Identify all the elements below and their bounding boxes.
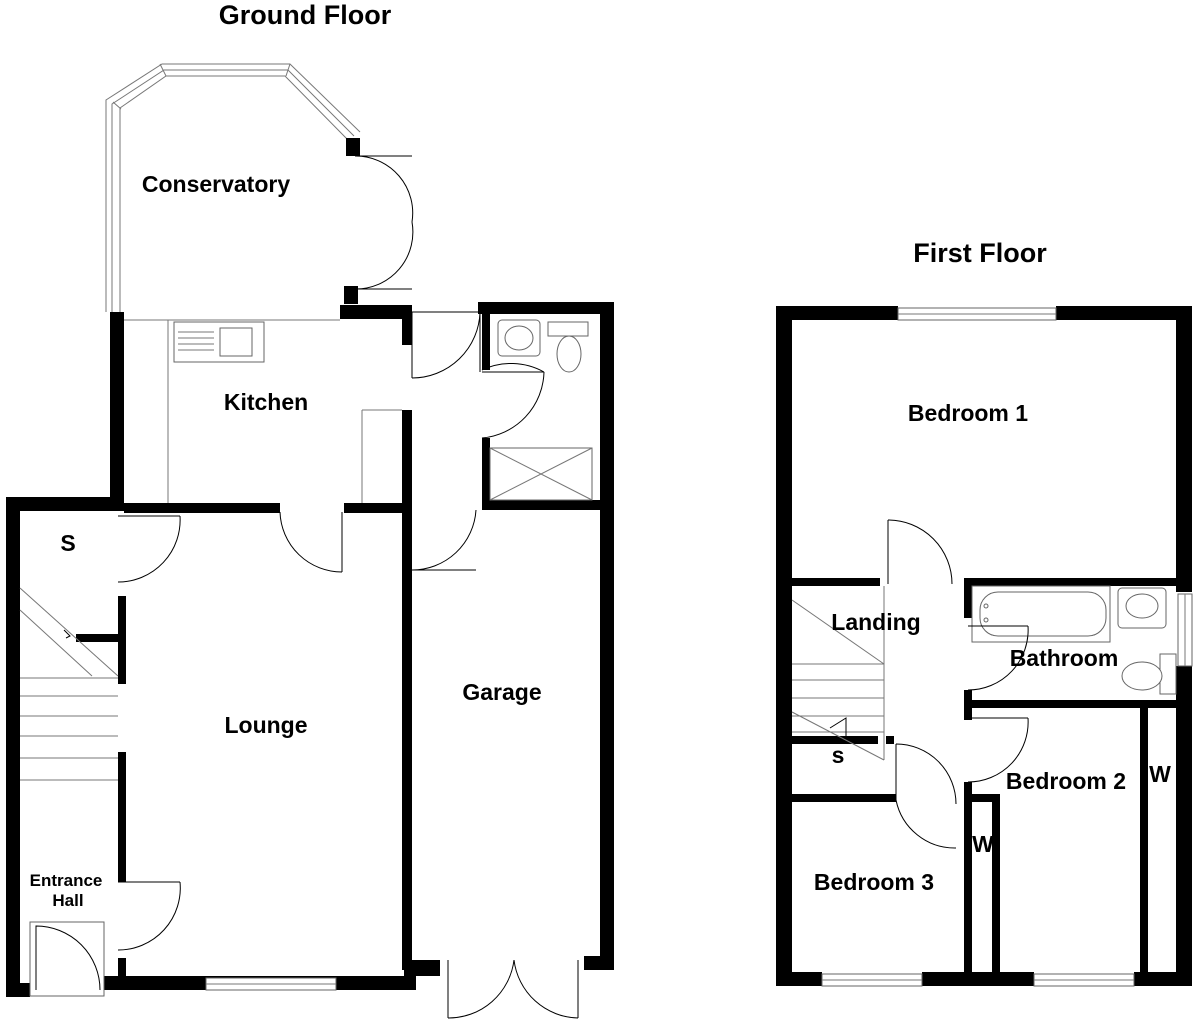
room-label-conservatory: Conservatory bbox=[142, 171, 290, 197]
garage-doors bbox=[447, 959, 579, 1019]
room-label-storage-upstairs: s bbox=[832, 742, 845, 768]
room-label-storage: S bbox=[60, 530, 75, 556]
ground-floor-title: Ground Floor bbox=[219, 0, 392, 30]
hall-doors bbox=[29, 515, 181, 997]
kitchen-units bbox=[124, 319, 402, 503]
room-label-entrance-hall: Entrance bbox=[30, 871, 103, 890]
first-walls bbox=[776, 306, 1192, 986]
wc-fixtures bbox=[489, 319, 593, 501]
first-doors bbox=[887, 519, 1029, 849]
ground-walls bbox=[6, 302, 614, 997]
first-stairs bbox=[791, 586, 885, 761]
room-label-wardrobe-3: W bbox=[972, 831, 994, 857]
room-label-bedroom-1: Bedroom 1 bbox=[908, 400, 1028, 426]
first-windows bbox=[821, 307, 1193, 987]
room-label-bedroom-2: Bedroom 2 bbox=[1006, 768, 1126, 794]
ground-stairs bbox=[19, 587, 119, 781]
bathroom-fixtures bbox=[971, 585, 1177, 695]
first-floor: First Floor bbox=[776, 238, 1193, 987]
room-label-entrance-hall-line2: Hall bbox=[52, 891, 83, 910]
room-label-bedroom-3: Bedroom 3 bbox=[814, 869, 934, 895]
room-label-garage: Garage bbox=[462, 679, 541, 705]
room-label-lounge: Lounge bbox=[224, 712, 307, 738]
room-label-bathroom: Bathroom bbox=[1010, 645, 1119, 671]
first-floor-title: First Floor bbox=[913, 238, 1047, 268]
conservatory-frame bbox=[105, 63, 361, 312]
kitchen-doors bbox=[279, 311, 545, 573]
ground-floor: Ground Floor bbox=[6, 0, 614, 1019]
conservatory-doors bbox=[354, 155, 414, 290]
room-label-wardrobe-2: W bbox=[1149, 761, 1171, 787]
room-label-kitchen: Kitchen bbox=[224, 389, 308, 415]
room-label-landing: Landing bbox=[831, 609, 920, 635]
